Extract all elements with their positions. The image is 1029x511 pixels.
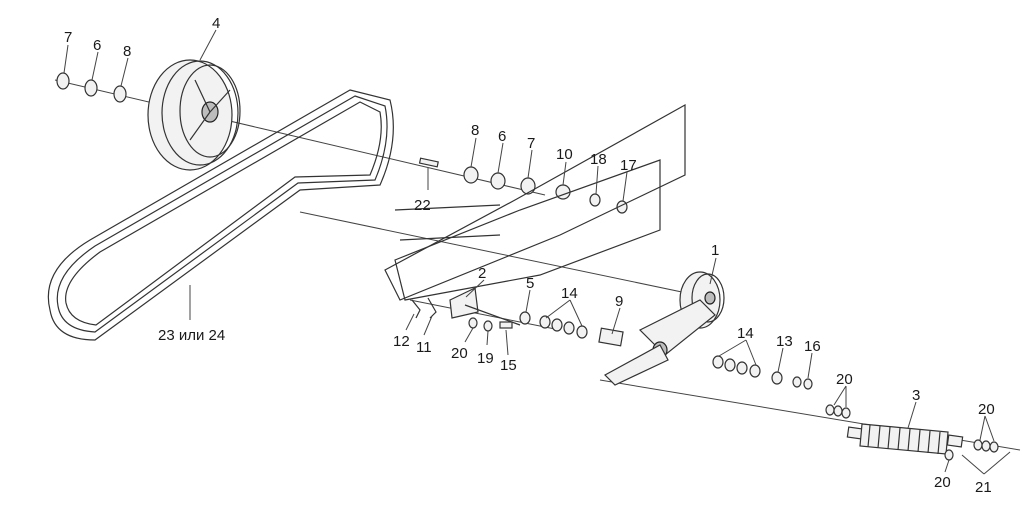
label-3: 3 bbox=[912, 387, 920, 404]
label-9: 9 bbox=[615, 293, 623, 310]
leader-lines bbox=[63, 29, 1011, 475]
tension-spring bbox=[825, 404, 999, 461]
spacers-middle bbox=[519, 311, 624, 347]
label-21: 21 bbox=[975, 479, 992, 496]
shaft-axis-line bbox=[409, 299, 561, 331]
label-19: 19 bbox=[477, 350, 494, 367]
label-8-left: 8 bbox=[123, 43, 131, 60]
pulley bbox=[147, 59, 241, 171]
label-13: 13 bbox=[776, 333, 793, 350]
label-12: 12 bbox=[393, 333, 410, 350]
part-labels: 7 6 8 4 8 6 7 10 18 17 22 1 2 5 14 9 12 … bbox=[64, 15, 995, 496]
label-20-right: 20 bbox=[978, 401, 995, 418]
label-15: 15 bbox=[500, 357, 517, 374]
label-7-middle: 7 bbox=[527, 135, 535, 152]
label-10: 10 bbox=[556, 146, 573, 163]
label-4: 4 bbox=[212, 15, 220, 32]
label-5: 5 bbox=[526, 275, 534, 292]
upper-axis-line bbox=[54, 79, 546, 196]
washers-right bbox=[712, 355, 813, 390]
label-6-left: 6 bbox=[93, 37, 101, 54]
label-17: 17 bbox=[620, 157, 637, 174]
washers-left bbox=[56, 72, 127, 103]
label-20-bottom: 20 bbox=[934, 474, 951, 491]
label-7-left: 7 bbox=[64, 29, 72, 46]
middle-axis-line bbox=[299, 211, 721, 301]
label-6-middle: 6 bbox=[498, 128, 506, 145]
label-18: 18 bbox=[590, 151, 607, 168]
v-belt bbox=[47, 89, 394, 341]
label-22: 22 bbox=[414, 197, 431, 214]
bracket-frame bbox=[384, 103, 686, 301]
label-23-or-24: 23 или 24 bbox=[158, 327, 225, 344]
label-2: 2 bbox=[478, 265, 486, 282]
shaft-assembly bbox=[411, 287, 521, 332]
label-8-middle: 8 bbox=[471, 122, 479, 139]
label-14-middle: 14 bbox=[561, 285, 578, 302]
tensioner-arm bbox=[604, 271, 725, 386]
label-11: 11 bbox=[416, 339, 432, 356]
label-14-right: 14 bbox=[737, 325, 754, 342]
label-20-middle: 20 bbox=[836, 371, 853, 388]
label-16: 16 bbox=[804, 338, 821, 355]
axis-lines bbox=[54, 79, 1021, 451]
label-20-left: 20 bbox=[451, 345, 468, 362]
label-1: 1 bbox=[711, 242, 719, 259]
